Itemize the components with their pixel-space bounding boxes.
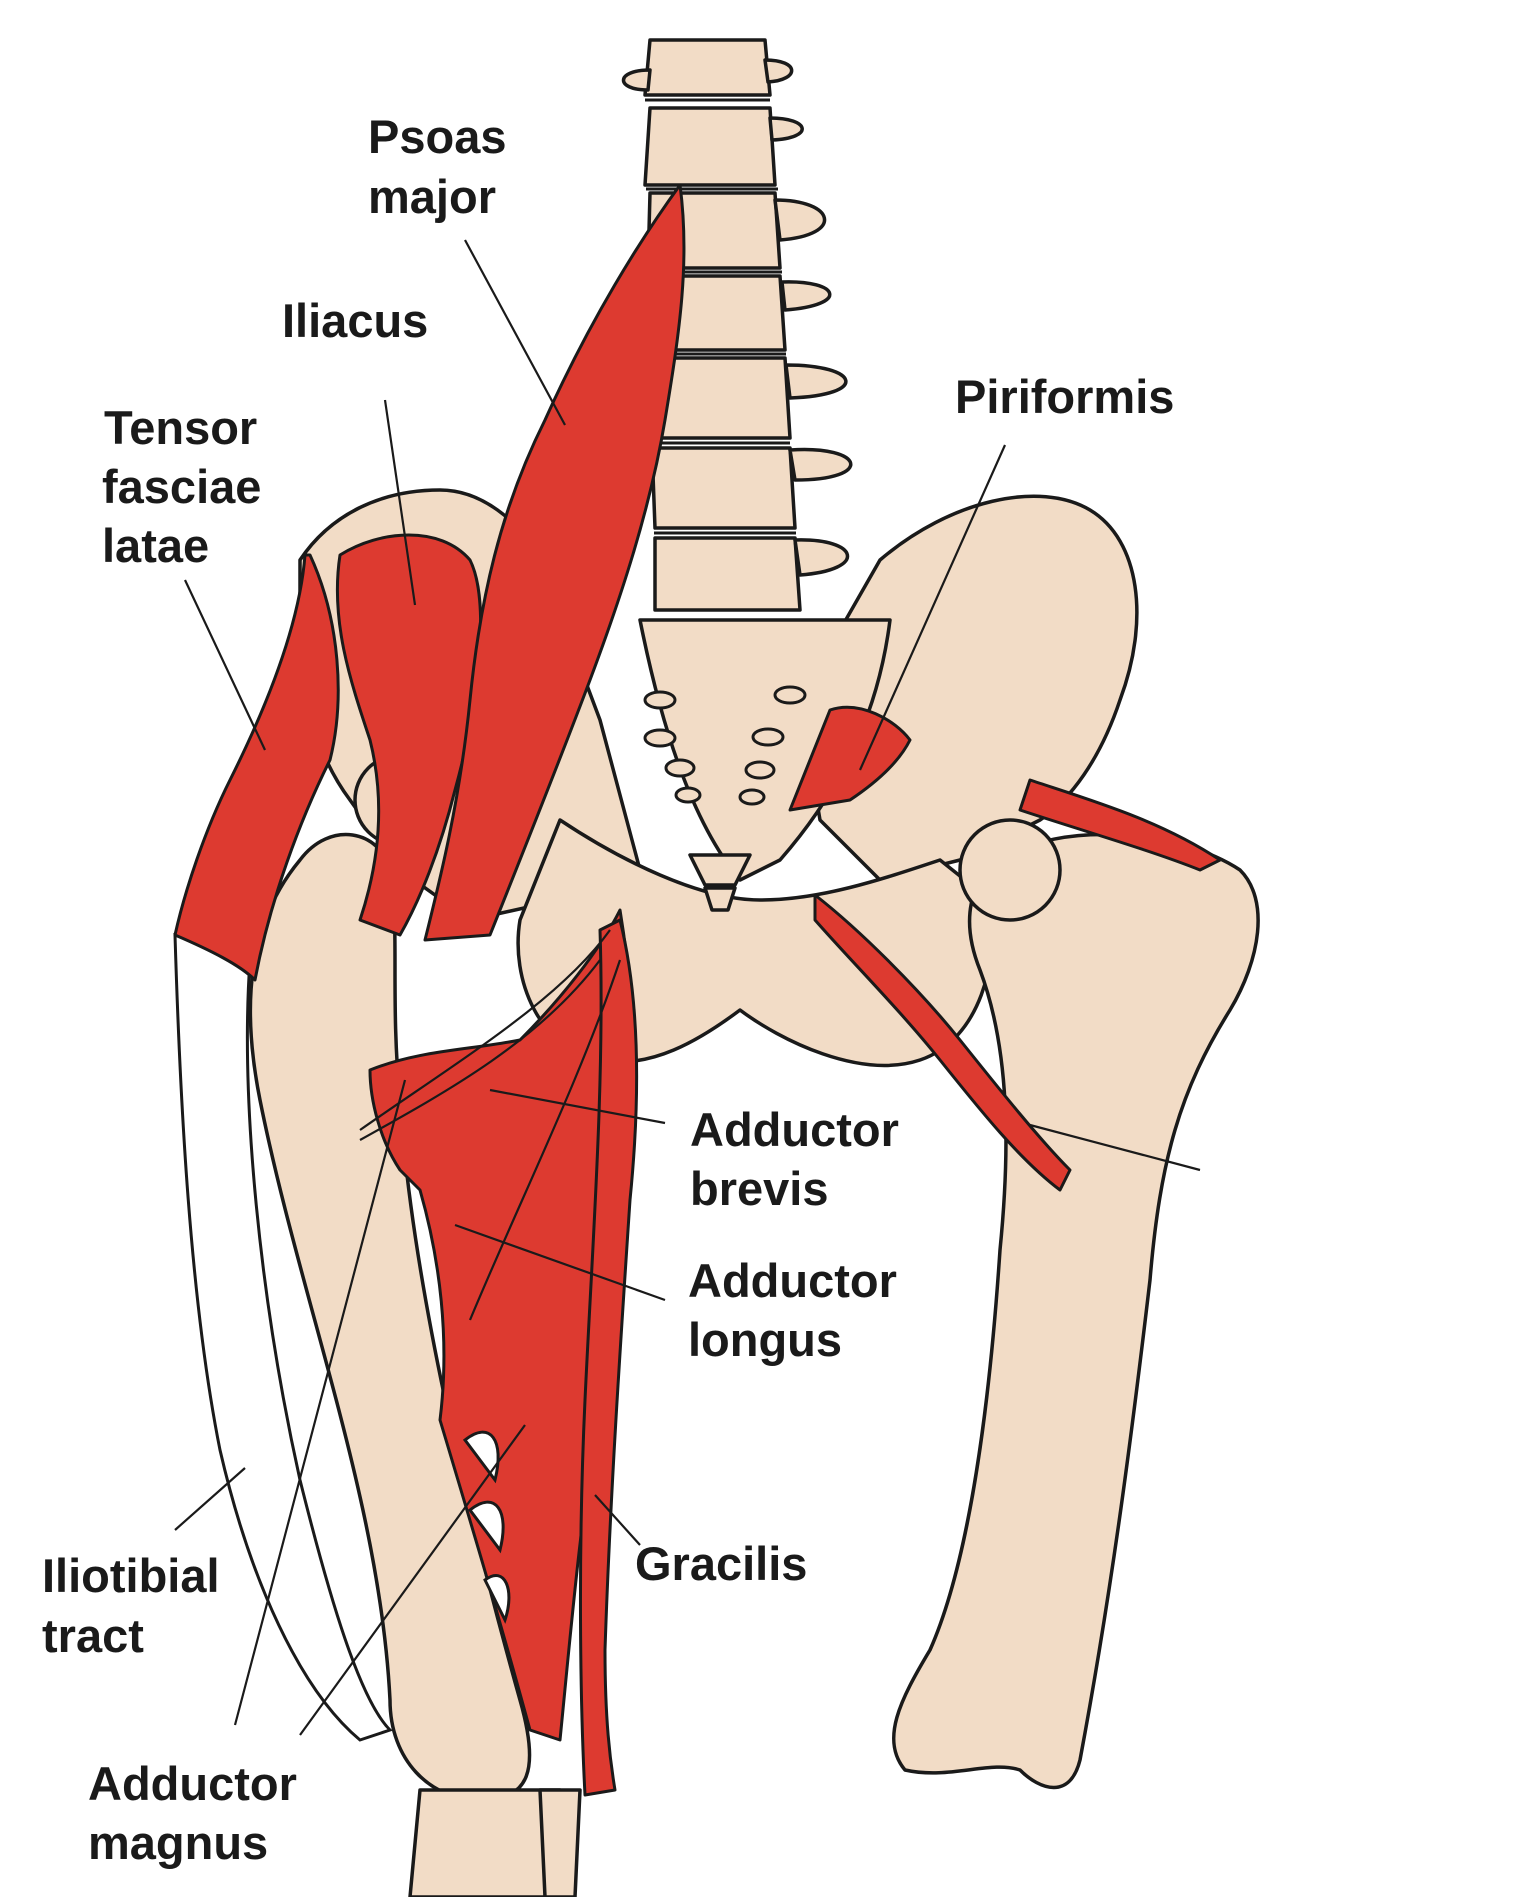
gracilis-leader (594, 1494, 641, 1546)
iliacus-muscle (335, 533, 483, 937)
adductor-magnus-leader-2 (299, 1424, 526, 1736)
sacral-foramina (643, 685, 807, 806)
gluteal-muscle-right-side (813, 778, 1222, 1192)
coccyx (688, 853, 752, 912)
iliotibial-tract-label: Iliotibial tract (42, 1549, 233, 1662)
iliacus-label: Iliacus (282, 294, 428, 347)
gracilis-label: Gracilis (635, 1537, 807, 1590)
piriformis-leader (858, 444, 1007, 771)
gluteus-leader (1029, 1123, 1201, 1172)
iliacus-leader (383, 399, 417, 606)
gracilis-muscle (578, 918, 639, 1797)
adductor-longus-label: Adductor longus (688, 1254, 910, 1366)
iliotibial-tract-leader (174, 1467, 246, 1531)
piriformis-muscle (788, 705, 912, 812)
adductor-magnus-label: Adductor magnus (88, 1757, 310, 1869)
adductor-brevis-leader (489, 1088, 666, 1125)
iliotibial-tract-shape (173, 932, 393, 1742)
adductor-brevis-label: Adductor brevis (690, 1103, 912, 1215)
tibia (408, 1788, 582, 1897)
adductor-magnus-leader-1 (233, 1079, 407, 1726)
leader-lines (174, 239, 1201, 1736)
tensor-fasciae-latae-leader (184, 579, 266, 751)
piriformis-label: Piriformis (955, 370, 1174, 423)
psoas-major-muscle (423, 183, 686, 942)
lumbar-spine (621, 38, 853, 612)
adductor-longus-leader (454, 1223, 666, 1302)
left-femur (891, 818, 1260, 1790)
psoas-major-leader (464, 239, 566, 426)
psoas-major-label: Psoas major (368, 110, 520, 223)
tensor-fasciae-latae-label: Tensor fasciae latae (102, 401, 274, 572)
